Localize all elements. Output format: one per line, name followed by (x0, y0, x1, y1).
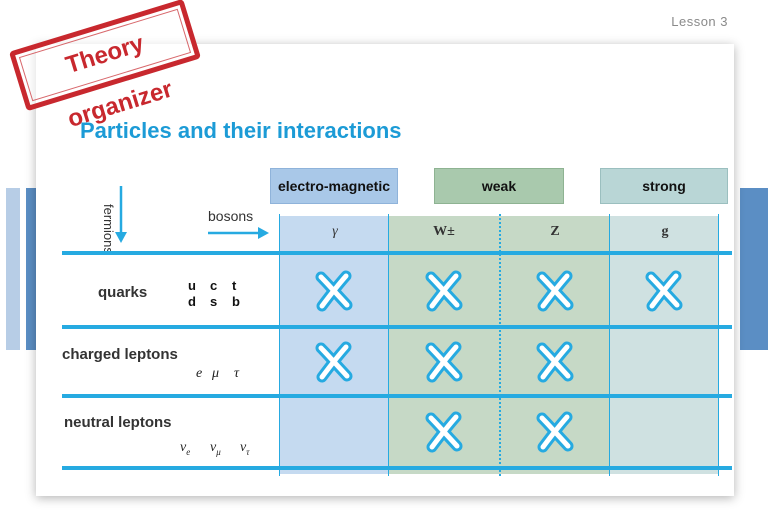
lepton-symbol: μ (212, 366, 220, 381)
left-accent-bar-light (6, 188, 20, 350)
row-divider (62, 325, 732, 329)
row-label-quarks: quarks (98, 284, 148, 301)
row-divider (62, 251, 732, 255)
quark-symbol: c (210, 278, 218, 293)
boson-gluon: g (661, 224, 669, 239)
neutrino-symbol: νμ (210, 440, 221, 457)
lepton-symbol: τ (234, 366, 240, 381)
lesson-label: Lesson 3 (671, 14, 728, 29)
slide-title: Particles and their interactions (80, 118, 402, 143)
em-column (280, 216, 388, 474)
strong-column (610, 216, 718, 474)
quark-symbol: t (232, 278, 237, 293)
neutrino-symbol: νe (180, 440, 191, 457)
interaction-x-icon (532, 339, 578, 385)
interaction-x-icon (311, 268, 357, 314)
interaction-x-icon (311, 339, 357, 385)
left-accent-bar (26, 188, 38, 350)
interaction-x-icon (532, 409, 578, 455)
fermions-label: fermions (101, 204, 116, 254)
neutrino-symbol: ντ (240, 440, 250, 457)
column-divider (388, 214, 389, 476)
bosons-arrow-icon (208, 227, 269, 239)
interaction-x-icon (421, 268, 467, 314)
header-electro-magnetic: electro-magnetic (270, 168, 398, 204)
column-divider (718, 214, 719, 476)
row-divider (62, 466, 732, 470)
interaction-x-icon (641, 268, 687, 314)
lepton-symbol: e (196, 366, 203, 381)
column-divider (279, 214, 280, 476)
row-divider (62, 394, 732, 398)
interaction-x-icon (532, 268, 578, 314)
column-divider (609, 214, 610, 476)
interaction-x-icon (421, 339, 467, 385)
fermions-arrow-icon (115, 186, 127, 243)
row-label-neutral-leptons: neutral leptons (64, 414, 172, 431)
bosons-label: bosons (208, 208, 254, 224)
quark-symbol: d (188, 294, 196, 309)
quark-symbol: s (210, 294, 218, 309)
quark-symbol: u (188, 278, 196, 293)
right-accent-bar (740, 188, 768, 350)
boson-z: Z (550, 224, 560, 239)
header-weak: weak (434, 168, 564, 204)
boson-photon: γ (332, 224, 338, 239)
boson-w: W± (433, 224, 455, 239)
row-label-charged-leptons: charged leptons (62, 346, 178, 363)
header-strong: strong (600, 168, 728, 204)
theory-organizer-stamp: Theory organizer (8, 0, 202, 133)
weak-divider-dotted (499, 214, 501, 476)
interaction-x-icon (421, 409, 467, 455)
quark-symbol: b (232, 294, 240, 309)
